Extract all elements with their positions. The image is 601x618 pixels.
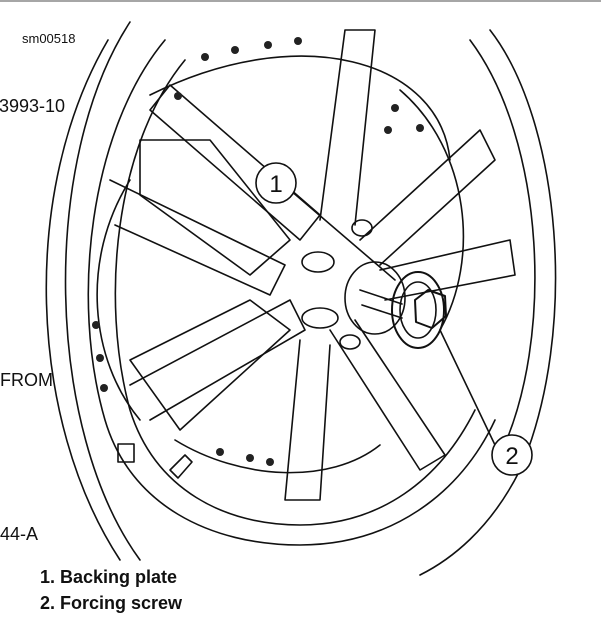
backing-plate-inner [399,281,437,339]
brake-disc-bottom [174,439,381,474]
tire-inner-arc-right [469,39,536,456]
side-text-bottom: 44-A [0,524,39,544]
legend-item-forcing-screw: 2. Forcing screw [40,593,183,613]
forcing-screw-head [414,289,447,329]
spoke-upper-right [359,129,496,266]
figure-id: sm00518 [22,31,76,46]
leader-line-1 [289,189,396,281]
tire-outer-arc-left-2 [45,39,121,561]
rim-inner [114,59,476,526]
callout-1: 1 [255,162,297,204]
brake-disc-holes [92,37,424,466]
leader-line-2 [439,329,496,446]
forcing-screw-shaft-top [359,289,403,305]
spoke-lower-left [129,299,306,421]
spoke-right [379,239,516,301]
backing-plate [391,271,445,349]
spoke-web-upper [139,139,291,276]
rim-outer [87,39,496,546]
tire-outer-arc-left [64,21,141,561]
spoke-web-lower [129,299,291,431]
hub-cutout-1 [301,251,335,273]
spoke-upper-left [149,84,321,241]
brake-disc-right [399,89,465,331]
spoke-bottom [284,339,331,501]
hub-cutout-2 [301,307,339,329]
rim-slot [117,443,135,463]
tire-outer-arc-right [419,29,557,576]
brake-disc-left [96,179,141,421]
brake-disc-top [149,55,451,161]
hub-cutout-4 [339,334,361,350]
forcing-screw-shaft-bottom [361,304,403,319]
callout-2-number: 2 [505,443,518,470]
legend-item-backing-plate: 1. Backing plate [40,567,178,587]
valve-stem [169,454,193,479]
spoke-left [109,179,286,296]
spoke-top [319,29,376,226]
hub-cutout-3 [351,219,373,237]
callout-2: 2 [491,434,533,476]
side-text-top: 3993-10 [0,96,66,116]
spoke-lower-right [329,319,446,471]
side-text-mid: FROM [0,370,53,390]
callout-1-number: 1 [269,171,282,198]
